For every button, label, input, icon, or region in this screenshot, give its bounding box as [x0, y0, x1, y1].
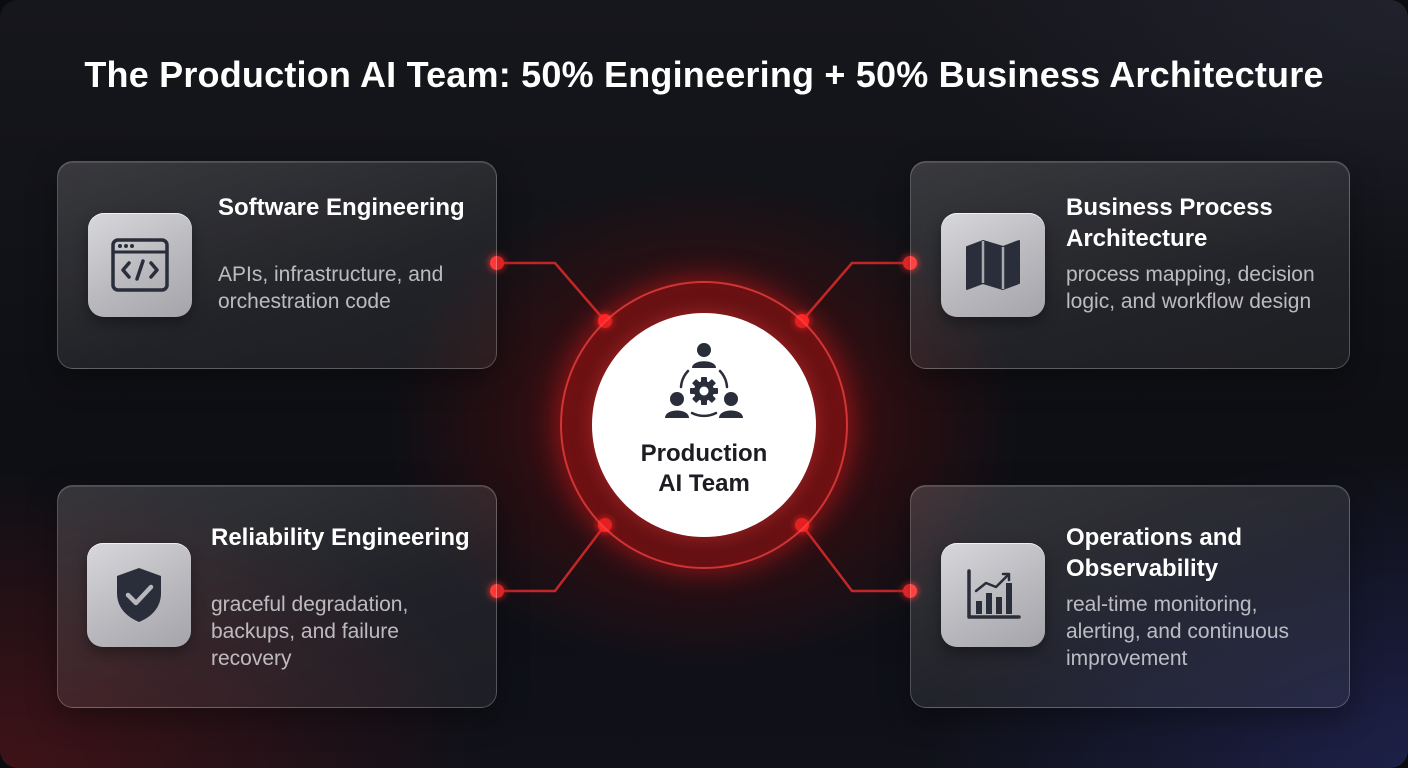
hub-label-text: Production AI Team	[640, 440, 768, 497]
connector-bottom-left	[497, 524, 606, 593]
icon-tile	[87, 543, 191, 647]
card-description: graceful degradation, backups, and failu…	[211, 593, 409, 670]
icon-tile	[941, 543, 1045, 647]
hub-label: Production AI Team	[592, 439, 816, 499]
card-reliability-engineering: Reliability Engineering graceful degrada…	[57, 485, 497, 708]
connector-bottom-right	[801, 524, 910, 593]
shield-check-icon	[117, 568, 161, 622]
card-operations-observability: Operations and Observability real-time m…	[910, 485, 1350, 708]
connector-top-left	[497, 261, 606, 322]
card-description: process mapping, decision logic, and wor…	[1066, 263, 1315, 313]
code-window-icon	[111, 238, 169, 292]
card-description: APIs, infrastructure, and orchestration …	[218, 263, 444, 313]
page-title: The Production AI Team: 50% Engineering …	[84, 54, 1324, 95]
card-title: Reliability Engineering	[211, 524, 470, 551]
card-title: Business Process Architecture	[1066, 194, 1273, 252]
icon-tile	[941, 213, 1045, 317]
card-title: Operations and Observability	[1066, 524, 1243, 582]
hub-node: Production AI Team	[592, 313, 816, 537]
card-description: real-time monitoring, alerting, and cont…	[1066, 593, 1289, 670]
map-icon	[966, 240, 1020, 290]
card-software-engineering: Software Engineering APIs, infrastructur…	[57, 161, 497, 369]
team-gear-icon	[665, 343, 743, 418]
card-business-process-architecture: Business Process Architecture process ma…	[910, 161, 1350, 369]
bar-chart-icon	[967, 569, 1021, 619]
card-title: Software Engineering	[218, 194, 465, 221]
icon-tile	[88, 213, 192, 317]
connector-top-right	[801, 261, 910, 322]
